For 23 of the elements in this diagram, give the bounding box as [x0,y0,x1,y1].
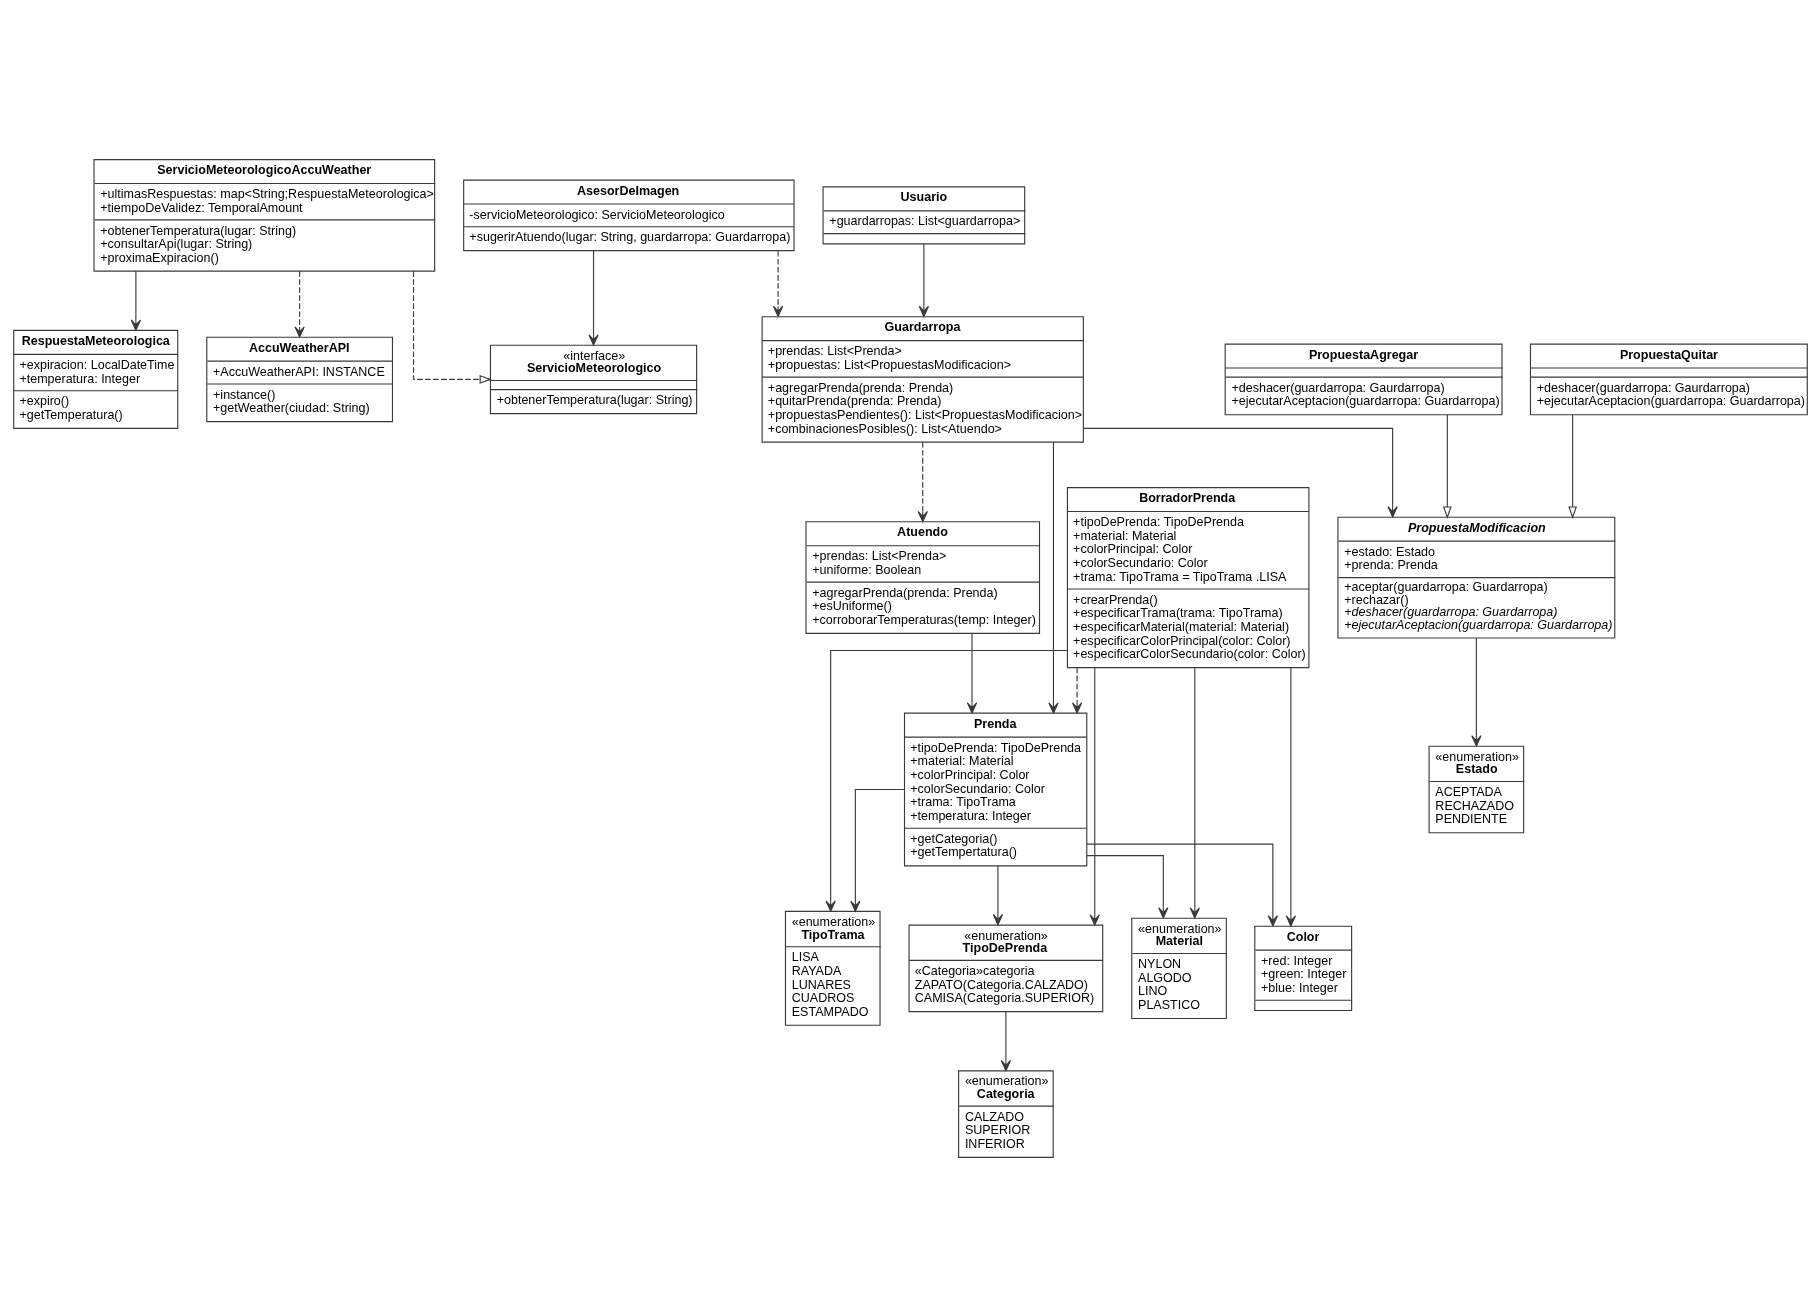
arrow [1082,427,1398,517]
arrow [1085,854,1168,918]
arrow [1285,666,1296,927]
arrow [130,270,141,331]
arrow [1567,413,1577,519]
arrow [1000,1010,1011,1071]
arrow [587,249,599,346]
arrow [825,649,1068,912]
arrow [1470,637,1482,746]
arrow [1085,843,1278,927]
arrow [1089,666,1100,926]
arrow [1047,441,1059,714]
arrow [992,864,1003,925]
arrow [917,441,928,522]
arrow [293,270,305,338]
arrow [412,270,492,384]
arrow [1442,413,1452,519]
arrow [1071,666,1082,714]
arrow [918,242,929,317]
arrow [1189,666,1200,919]
arrow [966,632,977,714]
arrow [849,788,905,912]
arrow [772,249,783,317]
